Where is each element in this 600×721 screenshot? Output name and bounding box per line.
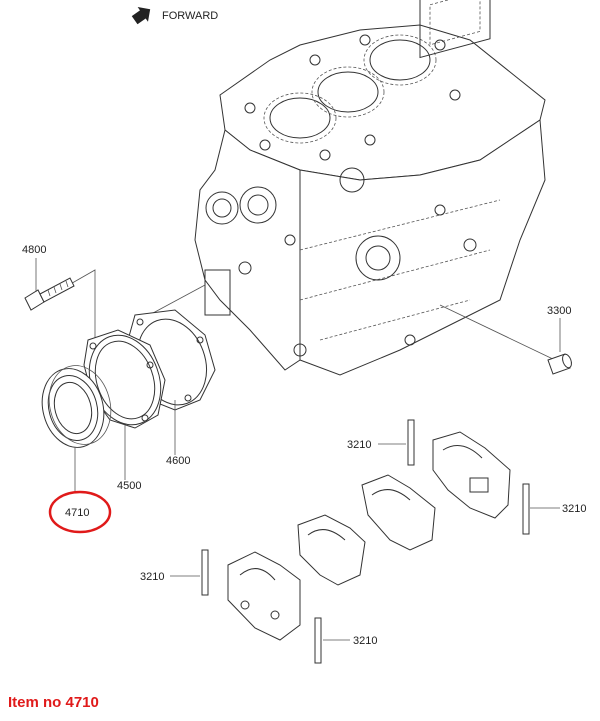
callout-4800: 4800 [22, 244, 46, 256]
callout-3210-top: 3210 [347, 439, 371, 451]
forward-arrow-icon [131, 7, 151, 25]
callout-4710: 4710 [65, 507, 89, 519]
callout-3300: 3300 [547, 305, 571, 317]
pins [201, 419, 530, 664]
callout-3210-bottom: 3210 [353, 635, 377, 647]
item-caption: Item no 4710 [8, 694, 99, 711]
leader-lines [35, 258, 561, 641]
callout-4500: 4500 [117, 480, 141, 492]
engine-block [194, 0, 546, 376]
forward-label: FORWARD [162, 10, 219, 22]
dowel-part [547, 353, 572, 375]
callout-3210-left: 3210 [140, 571, 164, 583]
bolt-part [24, 277, 75, 311]
callout-4600: 4600 [166, 455, 190, 467]
oil-seal-part [41, 365, 112, 448]
callout-3210-right: 3210 [562, 503, 586, 515]
bearing-caps [227, 431, 511, 641]
highlight-circle [48, 490, 112, 534]
